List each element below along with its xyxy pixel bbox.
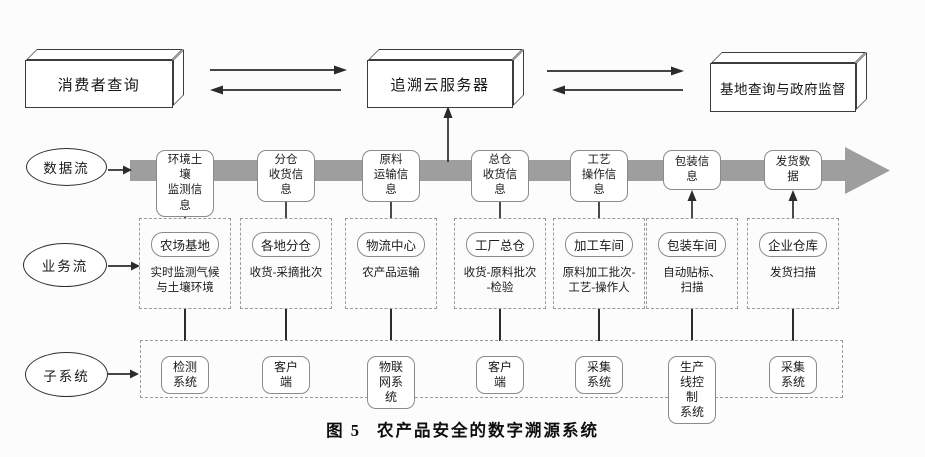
subsystem-container xyxy=(140,340,843,398)
consumer-query-label: 消费者查询 xyxy=(57,77,141,94)
column-branch-warehouse: 分仓 收货信息 各地分仓 收货-采摘批次 客户端 xyxy=(238,0,334,457)
subsystem-label: 子系统 xyxy=(43,368,90,384)
consumer-query-box: 消费者查询 xyxy=(25,49,184,108)
business-title: 各地分仓 xyxy=(251,232,320,257)
business-flow-label: 业务流 xyxy=(41,259,89,274)
business-desc: 原料加工批次- 工艺-操作人 xyxy=(562,267,636,294)
base-gov-supervision-label: 基地查询与政府监督 xyxy=(720,81,846,97)
subsystem-node: 生产线控制 系统 xyxy=(668,356,716,424)
business-desc: 发货扫描 xyxy=(770,267,816,279)
data-info-node: 包装信息 xyxy=(663,150,721,190)
subsystem-node: 客户端 xyxy=(476,356,524,394)
column-processing-workshop: 工艺 操作信息 加工车间 原料加工批次- 工艺-操作人 采集系统 xyxy=(551,0,647,457)
business-title: 加工车间 xyxy=(564,232,633,257)
column-factory-warehouse: 总仓 收货信息 工厂总仓 收货-原料批次 -检验 客户端 xyxy=(452,0,548,457)
box-top-face xyxy=(368,49,523,60)
business-node: 农场基地 实时监测气候 与土壤环境 xyxy=(139,218,231,309)
data-flow-ellipse: 数据流 xyxy=(26,148,107,186)
business-title: 企业仓库 xyxy=(758,232,827,257)
figure-caption: 图 5 农产品安全的数字溯源系统 xyxy=(0,417,925,441)
subsystem-node: 客户端 xyxy=(262,356,310,394)
box-top-face xyxy=(26,49,183,60)
business-node: 加工车间 原料加工批次- 工艺-操作人 xyxy=(553,218,645,309)
business-desc: 实时监测气候 与土壤环境 xyxy=(150,267,220,294)
data-info-node: 原料 运输信息 xyxy=(362,150,420,202)
base-gov-supervision-box: 基地查询与政府监督 xyxy=(710,52,867,112)
business-node: 包装车间 自动贴标、 扫描 xyxy=(646,218,738,309)
column-packaging-workshop: 包装信息 包装车间 自动贴标、 扫描 生产线控制 系统 xyxy=(644,0,740,457)
data-info-node: 工艺 操作信息 xyxy=(570,150,628,202)
business-node: 工厂总仓 收货-原料批次 -检验 xyxy=(454,218,546,309)
data-flow-label: 数据流 xyxy=(43,161,90,176)
figure-title: 农产品安全的数字溯源系统 xyxy=(376,421,599,440)
business-desc: 自动贴标、 扫描 xyxy=(663,267,721,294)
data-info-node: 分仓 收货信息 xyxy=(257,150,315,202)
trace-cloud-server-label: 追溯云服务器 xyxy=(390,77,490,94)
figure-number: 图 5 xyxy=(326,421,361,440)
column-enterprise-warehouse: 发货数据 企业仓库 发货扫描 采集系统 xyxy=(745,0,841,457)
business-title: 包装车间 xyxy=(657,232,726,257)
data-info-node: 发货数据 xyxy=(764,150,822,190)
business-node: 物流中心 农产品运输 xyxy=(345,218,437,309)
business-title: 农场基地 xyxy=(150,232,219,257)
business-desc: 收货-采摘批次 xyxy=(249,267,323,279)
business-node: 企业仓库 发货扫描 xyxy=(747,218,839,309)
trace-cloud-server-box: 追溯云服务器 xyxy=(367,49,524,108)
data-band-arrowhead xyxy=(845,147,890,194)
box-top-face xyxy=(711,52,866,63)
business-flow-ellipse: 业务流 xyxy=(23,243,107,287)
subsystem-node: 采集系统 xyxy=(575,356,623,394)
data-info-node: 环境土壤 监测信息 xyxy=(156,150,214,217)
business-title: 物流中心 xyxy=(356,232,425,257)
subsystem-node: 物联网系统 xyxy=(367,356,415,409)
business-desc: 农产品运输 xyxy=(362,267,420,279)
subsystem-node: 检测系统 xyxy=(161,356,209,394)
business-node: 各地分仓 收货-采摘批次 xyxy=(240,218,332,309)
business-title: 工厂总仓 xyxy=(465,232,534,257)
subsystem-node: 采集系统 xyxy=(769,356,817,394)
subsystem-ellipse: 子系统 xyxy=(25,352,108,397)
data-info-node: 总仓 收货信息 xyxy=(471,150,529,202)
business-desc: 收货-原料批次 -检验 xyxy=(463,267,537,294)
column-farm: 环境土壤 监测信息 农场基地 实时监测气候 与土壤环境 检测系统 xyxy=(137,0,233,457)
column-logistics: 原料 运输信息 物流中心 农产品运输 物联网系统 xyxy=(343,0,439,457)
